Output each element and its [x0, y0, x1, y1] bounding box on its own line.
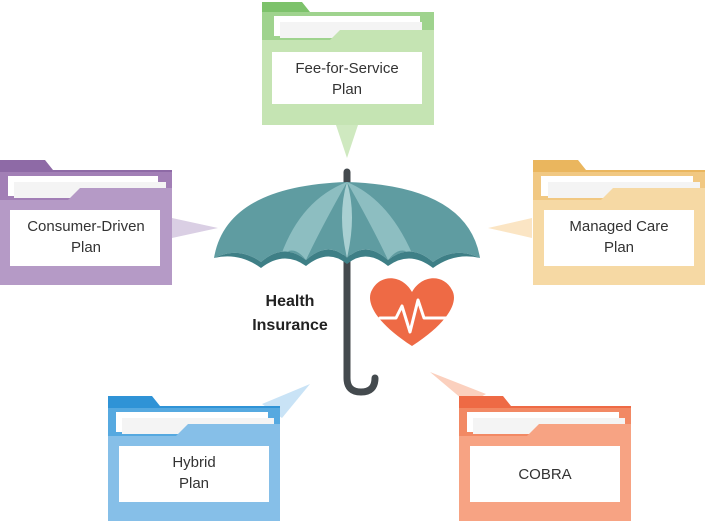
folder-icon	[533, 160, 705, 285]
folder-icon	[108, 396, 280, 521]
plan-label-line2: Plan	[179, 475, 209, 492]
folder-hybrid: Hybrid Plan	[108, 396, 280, 521]
plan-label-line1: Managed Care	[569, 218, 668, 235]
folder-consumer-driven: Consumer-Driven Plan	[0, 160, 172, 285]
plan-label-line1: Fee-for-Service	[295, 60, 398, 77]
pointer-consumer-driven	[172, 218, 218, 238]
pointer-managed-care	[488, 218, 532, 238]
plan-label-line2: Plan	[604, 239, 634, 256]
folder-icon	[459, 396, 631, 521]
folder-cobra: COBRA	[459, 396, 631, 521]
folder-managed-care: Managed Care Plan	[533, 160, 705, 285]
center-label-line2: Insurance	[252, 317, 328, 334]
plan-label-line1: Hybrid	[172, 454, 215, 471]
plan-label-line2: Plan	[332, 81, 362, 98]
umbrella-icon	[214, 168, 480, 396]
plan-label-line2: Plan	[71, 239, 101, 256]
heart-pulse-icon	[370, 278, 454, 346]
folder-icon	[262, 2, 434, 125]
center-label-line1: Health	[266, 293, 315, 310]
folder-icon	[0, 160, 172, 285]
plan-label-line1: Consumer-Driven	[27, 218, 145, 235]
plan-label-line1: COBRA	[518, 466, 571, 483]
folder-fee-for-service: Fee-for-Service Plan	[262, 2, 434, 125]
pointer-fee-for-service	[336, 125, 358, 158]
